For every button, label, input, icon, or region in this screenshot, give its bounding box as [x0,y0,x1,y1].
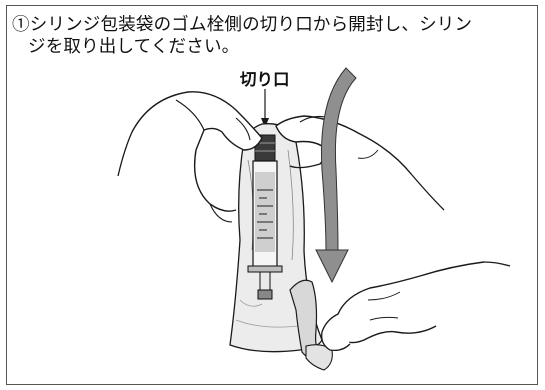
cut-pointer [261,89,269,128]
instruction-text: ①シリンジ包装袋のゴム栓側の切り口から開封し、シリン ジを取り出してください。 [12,14,527,58]
syringe-bag [229,123,333,371]
cut-opening-label: 切り口 [240,70,290,89]
step-marker: ① [12,15,30,35]
left-hand [117,91,263,223]
down-arrow-icon [315,67,357,284]
instruction-line-1: シリンジ包装袋のゴム栓側の切り口から開封し、シリン [29,15,473,35]
instruction-line-2: ジを取り出してください。 [28,37,240,57]
pulling-hand [321,261,511,352]
